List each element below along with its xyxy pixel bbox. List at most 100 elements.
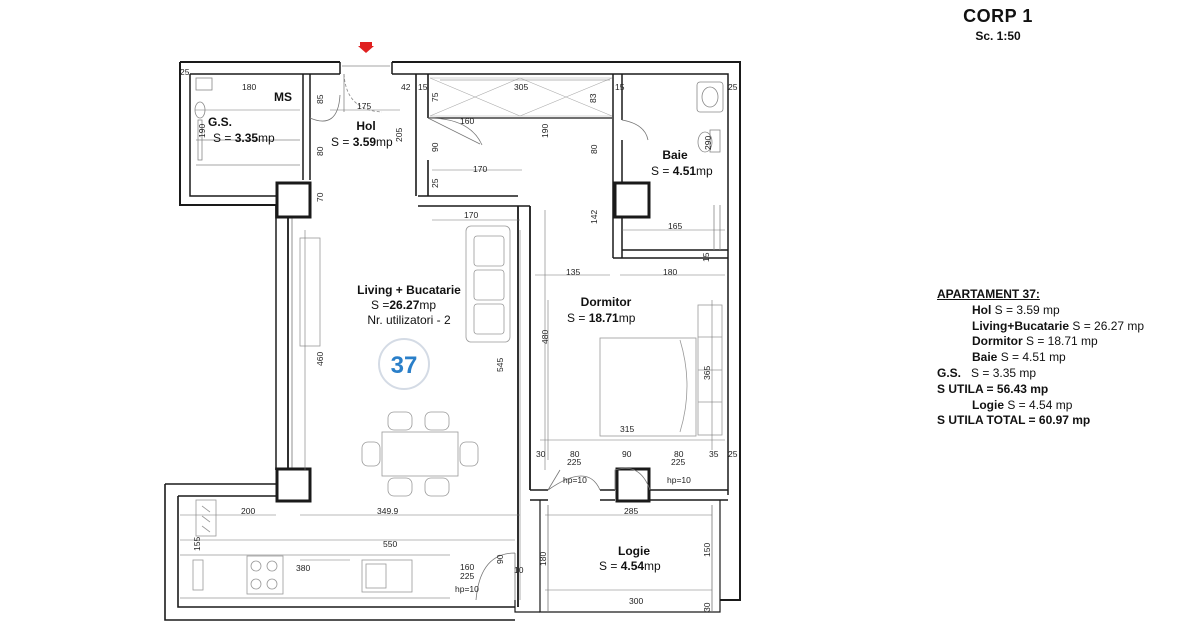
apartment-number: 37 xyxy=(391,352,418,379)
dim-label: 180 xyxy=(663,267,677,277)
summary-heading: APARTAMENT 37: xyxy=(937,287,1040,301)
dim-label: 180 xyxy=(242,82,256,92)
logie-area: S = 4.54mp xyxy=(599,559,661,573)
summary-gs: G.S. S = 3.35 mp xyxy=(937,365,1037,380)
dim-label: 480 xyxy=(540,330,550,344)
summary-s-total: S UTILA TOTAL = 60.97 mp xyxy=(937,413,1091,428)
logie-name: Logie xyxy=(618,544,650,558)
dimension-labels: 25 180 190 85 80 70 175 205 42 15 75 305… xyxy=(180,67,738,612)
scale-label: Sc. 1:50 xyxy=(975,29,1021,43)
dim-label: 30 xyxy=(536,449,546,459)
dim-label: 305 xyxy=(514,82,528,92)
dim-label: 25 xyxy=(180,67,190,77)
dim-label: 83 xyxy=(588,93,598,103)
dim-label: 175 xyxy=(357,101,371,111)
dim-label: 85 xyxy=(315,94,325,104)
dim-label: 142 xyxy=(589,210,599,224)
summary-dormitor: Dormitor S = 18.71 mp xyxy=(972,334,1098,349)
dim-label: 290 xyxy=(703,136,713,150)
dim-label: 90 xyxy=(430,142,440,152)
dimension-lines xyxy=(180,79,725,600)
dim-label: 300 xyxy=(629,596,643,606)
dim-label: 80 xyxy=(570,449,580,459)
baie-name: Baie xyxy=(662,148,688,162)
dim-label: 155 xyxy=(192,537,202,551)
dim-label: 15 xyxy=(418,82,428,92)
dim-label: 225 xyxy=(567,457,581,467)
dim-label: 90 xyxy=(495,554,505,564)
building-title: CORP 1 xyxy=(963,6,1033,26)
ms-name: MS xyxy=(274,90,292,104)
dim-label: 365 xyxy=(702,366,712,380)
dim-label: 285 xyxy=(624,506,638,516)
interior-doors xyxy=(309,94,651,601)
hol-name: Hol xyxy=(356,119,375,133)
dim-label: 150 xyxy=(702,543,712,557)
dim-label: 190 xyxy=(540,124,550,138)
title-block: CORP 1 Sc. 1:50 xyxy=(940,6,1056,43)
dim-label: 190 xyxy=(197,124,207,138)
dim-label: 160 xyxy=(460,116,474,126)
dim-label: 225 xyxy=(671,457,685,467)
dim-label: 165 xyxy=(668,221,682,231)
dim-label: 135 xyxy=(566,267,580,277)
dim-label: hp=10 xyxy=(563,475,587,485)
dim-label: 42 xyxy=(401,82,411,92)
dim-label: 200 xyxy=(241,506,255,516)
bedroom-furniture xyxy=(599,304,723,437)
closet-hatch xyxy=(429,77,613,117)
dim-label: 315 xyxy=(620,424,634,434)
dim-label: 180 xyxy=(538,552,548,566)
dim-label: 35 xyxy=(709,449,719,459)
living-name: Living + Bucatarie xyxy=(357,283,461,297)
dim-label: 80 xyxy=(674,449,684,459)
gs-name: G.S. xyxy=(208,115,232,129)
dim-label: 15 xyxy=(615,82,625,92)
gs-area: S = 3.35mp xyxy=(213,131,275,145)
dim-label: 205 xyxy=(394,128,404,142)
dim-label: hp=10 xyxy=(455,584,479,594)
dim-label: 70 xyxy=(315,192,325,202)
kitchen-fixtures xyxy=(180,499,450,599)
baie-area: S = 4.51mp xyxy=(651,164,713,178)
dim-label: 25 xyxy=(728,82,738,92)
dim-label: 225 xyxy=(460,571,474,581)
baie-fixtures xyxy=(696,81,724,250)
dim-label: 170 xyxy=(473,164,487,174)
dim-label: 349.9 xyxy=(377,506,399,516)
summary-s-utila: S UTILA = 56.43 mp xyxy=(937,381,1049,396)
summary-hol: Hol S = 3.59 mp xyxy=(972,302,1060,317)
dim-label: 25 xyxy=(430,178,440,188)
area-summary: APARTAMENT 37: Hol S = 3.59 mp Living+Bu… xyxy=(937,287,1197,429)
dormitor-name: Dormitor xyxy=(581,295,632,309)
dim-label: 80 xyxy=(315,146,325,156)
summary-baie: Baie S = 4.51 mp xyxy=(972,350,1066,365)
dim-label: 460 xyxy=(315,352,325,366)
summary-living: Living+Bucatarie S = 26.27 mp xyxy=(972,318,1145,333)
apartment-badge: 37 xyxy=(378,338,430,390)
dim-label: 545 xyxy=(495,358,505,372)
columns xyxy=(275,181,651,503)
dim-label: 75 xyxy=(430,92,440,102)
dormitor-area: S = 18.71mp xyxy=(567,311,636,325)
dim-label: 170 xyxy=(464,210,478,220)
room-labels: G.S. S = 3.35mp MS Hol S = 3.59mp Baie S… xyxy=(208,90,713,573)
dim-label: hp=10 xyxy=(667,475,691,485)
dim-label: 10 xyxy=(514,565,524,575)
dim-label: 90 xyxy=(622,449,632,459)
hol-area: S = 3.59mp xyxy=(331,135,393,149)
entry-arrow-icon xyxy=(358,42,374,53)
dim-label: 15 xyxy=(701,252,711,262)
living-furniture xyxy=(299,225,511,497)
living-area: S =26.27mp xyxy=(371,298,436,312)
dim-label: 160 xyxy=(460,562,474,572)
dim-label: 80 xyxy=(589,144,599,154)
outer-walls xyxy=(164,61,741,621)
dim-label: 550 xyxy=(383,539,397,549)
living-users: Nr. utilizatori - 2 xyxy=(367,313,451,327)
entry-door xyxy=(339,62,393,113)
dim-label: 25 xyxy=(728,449,738,459)
dim-label: 380 xyxy=(296,563,310,573)
summary-logie: Logie S = 4.54 mp xyxy=(972,397,1073,412)
